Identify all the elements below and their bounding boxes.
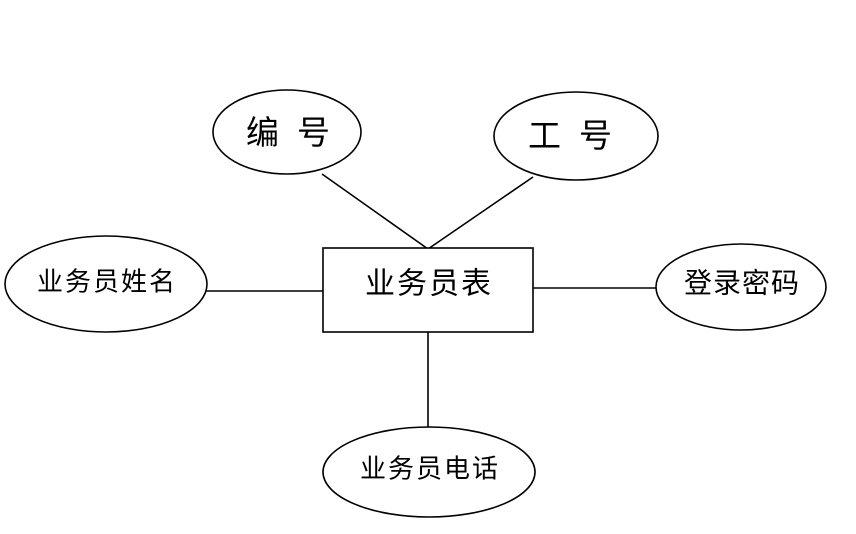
- entity-box: [322, 247, 534, 333]
- attribute-label-workid: 工号: [528, 119, 630, 155]
- attribute-ellipse-workid: [493, 91, 659, 181]
- entity-label: 业务员表: [365, 268, 493, 301]
- connector-lines: [206, 173, 658, 428]
- connector-number-to-entity: [321, 173, 429, 250]
- attribute-label-number: 编号: [246, 115, 348, 152]
- attribute-ellipse-phone: [322, 426, 536, 518]
- attribute-ellipse-number: [212, 89, 362, 175]
- attribute-label-password: 登录密码: [684, 268, 800, 300]
- attribute-label-name: 业务员姓名: [37, 268, 177, 297]
- attribute-ellipse-name: [4, 235, 208, 333]
- connector-workid-to-entity: [427, 176, 534, 250]
- attribute-ellipse-password: [655, 243, 827, 331]
- attribute-label-phone: 业务员电话: [360, 455, 500, 484]
